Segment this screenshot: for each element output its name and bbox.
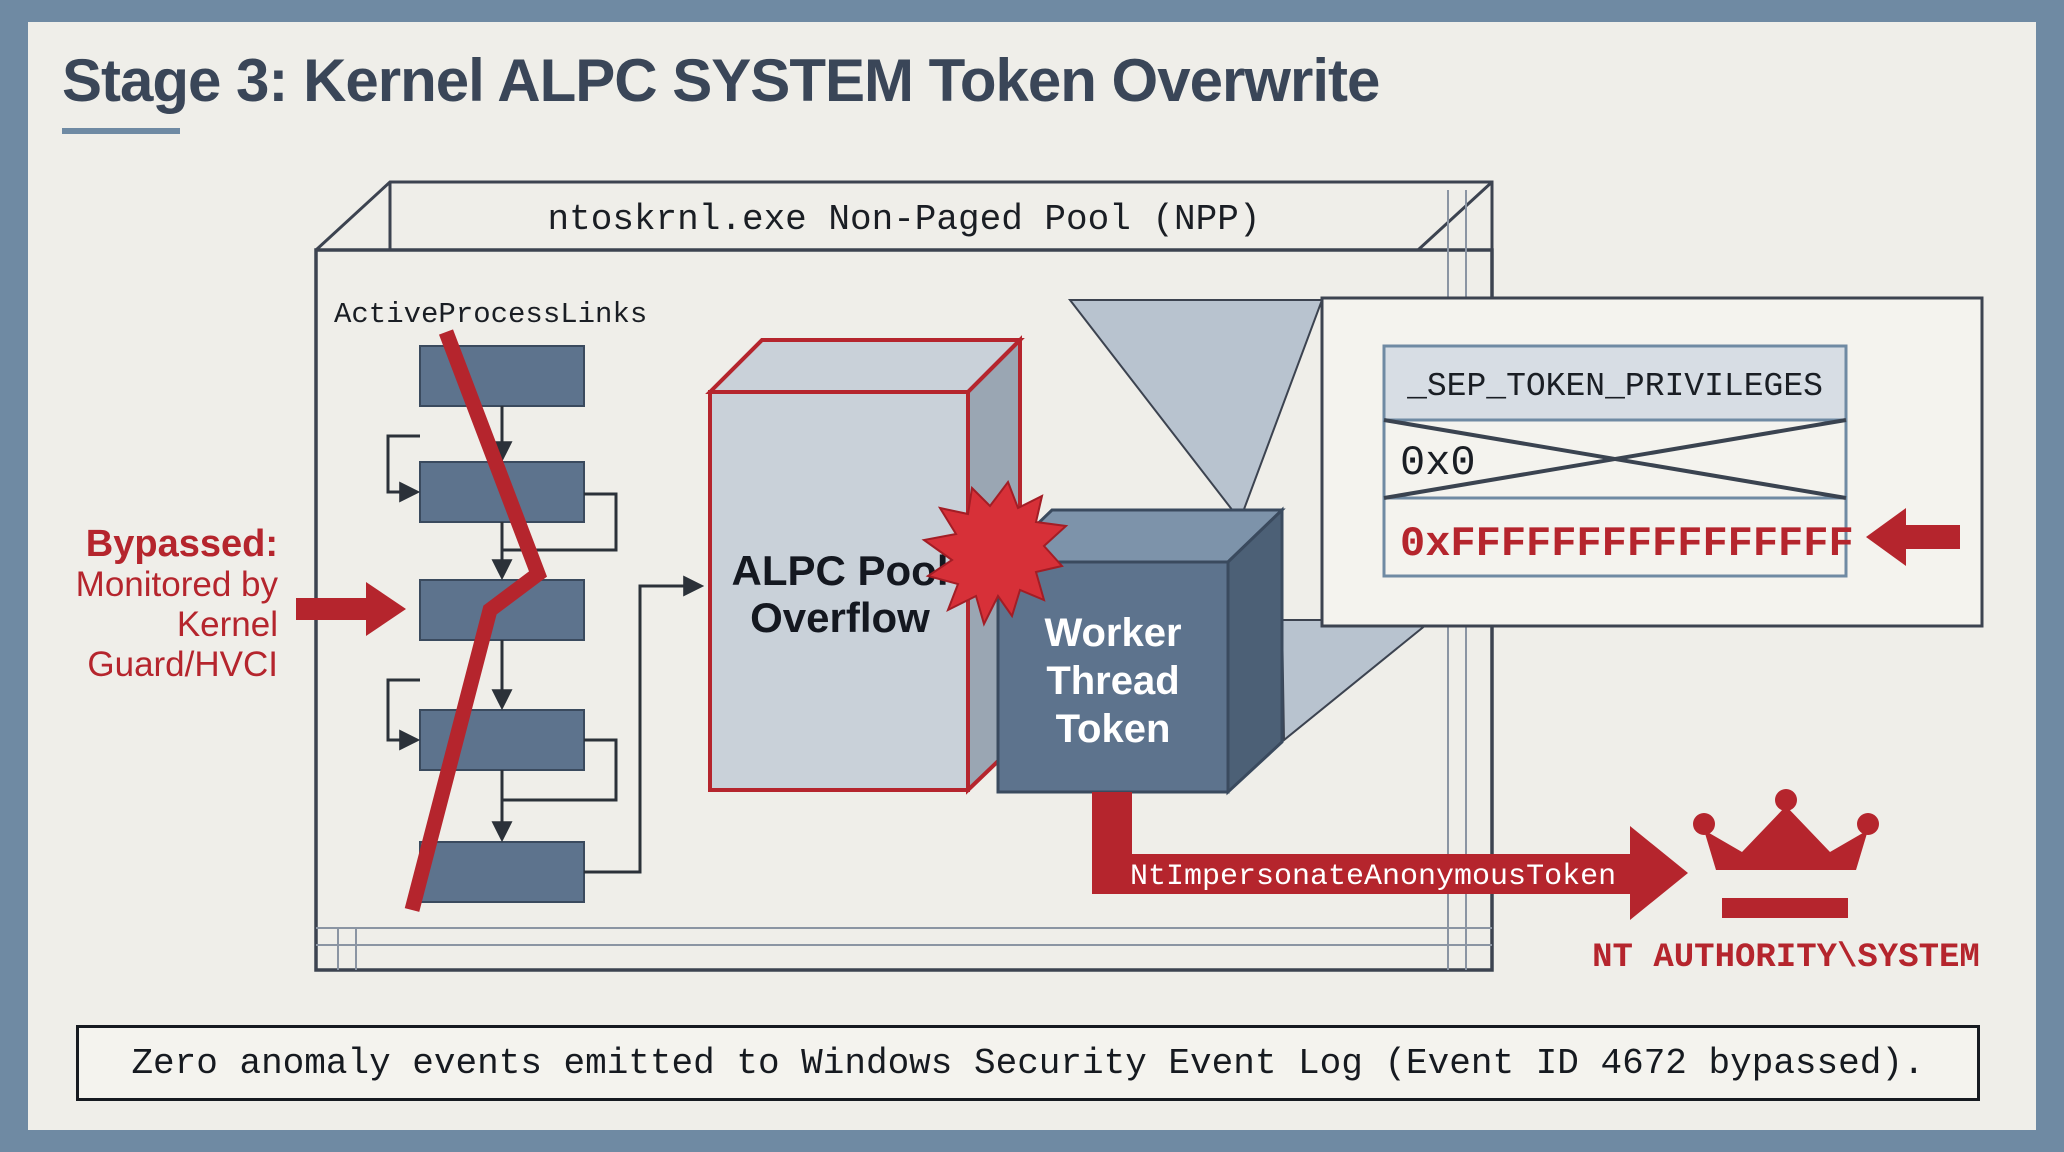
alpc-label-line: Overflow <box>750 594 930 641</box>
token-new-value: 0xFFFFFFFFFFFFFFFF <box>1400 520 1854 568</box>
list-node <box>419 345 585 407</box>
arrow-left-icon <box>1866 508 1960 566</box>
bypass-heading: Bypassed: <box>86 523 278 565</box>
arrow-right-icon <box>296 582 406 636</box>
list-node <box>419 841 585 903</box>
token-table: _SEP_TOKEN_PRIVILEGES 0x0 0xFFFFFFFFFFFF… <box>1382 344 1960 578</box>
active-process-links-label: ActiveProcessLinks <box>334 298 647 331</box>
worker-label-line: Worker <box>1044 611 1181 655</box>
worker-label-line: Thread <box>1046 659 1179 703</box>
token-old-value: 0x0 <box>1400 439 1476 487</box>
bypass-note: Bypassed: Monitored by Kernel Guard/HVCI <box>76 523 406 684</box>
bypass-line: Monitored by <box>76 565 279 604</box>
footer-note: Zero anomaly events emitted to Windows S… <box>76 1025 1980 1101</box>
crown-icon <box>1693 789 1879 918</box>
token-table-header: _SEP_TOKEN_PRIVILEGES <box>1406 368 1823 405</box>
title-underline <box>62 128 180 134</box>
bypass-line: Kernel <box>177 605 278 644</box>
unlink-strike <box>404 329 548 912</box>
impersonate-flow: NtImpersonateAnonymousToken <box>1092 792 1688 920</box>
bypass-line: Guard/HVCI <box>87 645 278 684</box>
alpc-label-line: ALPC Pool <box>732 547 949 594</box>
result-label: NT AUTHORITY\SYSTEM <box>1592 939 1980 977</box>
process-links-list <box>386 329 705 912</box>
explosion-icon <box>921 479 1069 627</box>
impersonate-call-label: NtImpersonateAnonymousToken <box>1130 860 1616 894</box>
footer-text: Zero anomaly events emitted to Windows S… <box>131 1042 1925 1084</box>
worker-label-line: Token <box>1056 707 1171 751</box>
page-title: Stage 3: Kernel ALPC SYSTEM Token Overwr… <box>62 47 1380 114</box>
pool-label: ntoskrnl.exe Non-Paged Pool (NPP) <box>548 199 1261 240</box>
